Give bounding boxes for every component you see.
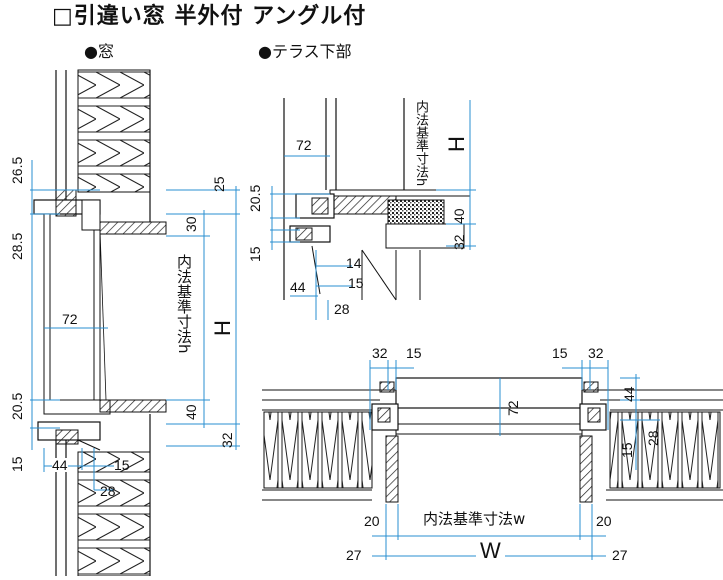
window-dim-15: 15 <box>9 456 25 472</box>
terrace-dim-40: 40 <box>451 208 467 224</box>
plan-dim-27-right: 27 <box>612 547 628 563</box>
window-inner-h-label: 内法基準寸法h <box>175 252 193 356</box>
terrace-dim-20-5: 20.5 <box>247 184 263 212</box>
plan-dim-15-right: 15 <box>552 345 568 361</box>
window-dim-25: 25 <box>211 176 227 192</box>
page-title: □引違い窓 半外付 アングル付 <box>52 4 367 29</box>
window-section <box>33 69 167 577</box>
plan-dim-15-vertical: 15 <box>619 442 635 458</box>
window-h-label: H <box>210 320 235 336</box>
plan-dim-28: 28 <box>645 430 661 446</box>
plan-dimension-lines <box>369 360 660 560</box>
window-dim-15b: 15 <box>114 457 130 473</box>
terrace-h-label: H <box>444 136 469 152</box>
terrace-dim-15b: 15 <box>348 275 364 291</box>
terrace-dim-15: 15 <box>247 246 263 262</box>
window-dim-28-5: 28.5 <box>9 232 25 260</box>
plan-dim-20-right: 20 <box>596 513 612 529</box>
window-dim-20-5: 20.5 <box>9 392 25 420</box>
plan-dim-27-left: 27 <box>346 547 362 563</box>
plan-w-label: W <box>476 540 505 562</box>
terrace-section-title: ●テラス下部 <box>258 42 352 61</box>
terrace-dimension-lines <box>270 100 476 320</box>
window-dim-72: 72 <box>62 311 78 327</box>
terrace-dim-44: 44 <box>290 279 306 295</box>
plan-dim-32-left: 32 <box>372 345 388 361</box>
plan-inner-w-label: 内法基準寸法w <box>420 512 529 527</box>
plan-section <box>262 377 723 503</box>
window-dim-28: 28 <box>100 483 116 499</box>
plan-dim-20-left: 20 <box>364 513 380 529</box>
terrace-dim-14: 14 <box>346 255 362 271</box>
window-dim-44: 44 <box>52 457 68 473</box>
terrace-dim-32: 32 <box>451 234 467 250</box>
terrace-dim-72: 72 <box>296 137 312 153</box>
plan-dim-44: 44 <box>621 386 637 402</box>
plan-dim-32-right: 32 <box>588 345 604 361</box>
window-dim-26-5: 26.5 <box>9 156 25 184</box>
window-dim-30: 30 <box>183 216 199 232</box>
terrace-dim-28: 28 <box>334 301 350 317</box>
window-dim-40: 40 <box>183 404 199 420</box>
plan-dim-72: 72 <box>505 400 521 416</box>
window-dim-32: 32 <box>219 432 235 448</box>
terrace-section <box>283 98 471 301</box>
window-section-title: ●窓 <box>84 42 114 61</box>
plan-dim-15-left: 15 <box>406 345 422 361</box>
terrace-inner-h-label: 内法基準寸法h <box>413 100 428 187</box>
